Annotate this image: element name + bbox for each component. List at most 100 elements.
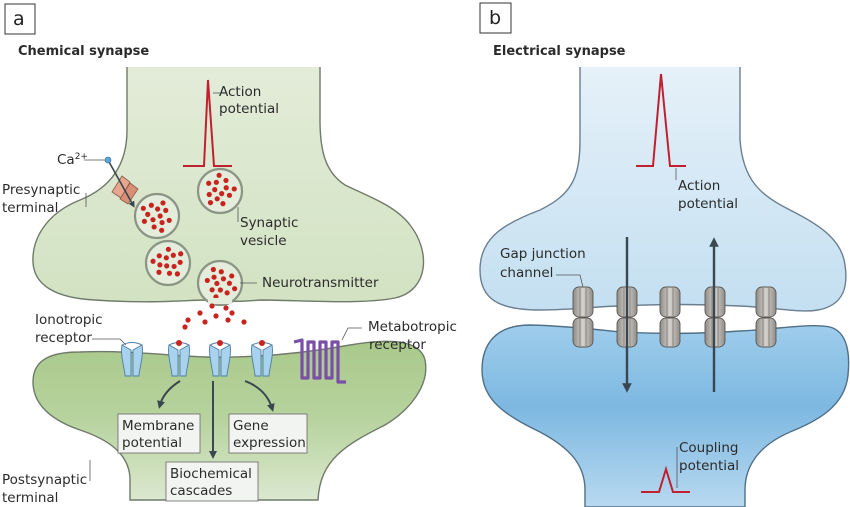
- calcium-ion: [104, 156, 112, 164]
- gap-junction-channel: [659, 286, 681, 348]
- panel-a: a Chemical synapse Action potential Ca2+…: [2, 3, 457, 506]
- neurotransmitter-molecule: [157, 262, 163, 268]
- neurotransmitter-molecule: [224, 290, 230, 296]
- neurotransmitter-molecule: [232, 286, 238, 292]
- neurotransmitter-molecule: [166, 217, 172, 223]
- neurotransmitter-molecule: [218, 269, 224, 275]
- neurotransmitter-molecule: [216, 172, 222, 178]
- label-biochemical-2: cascades: [170, 483, 232, 499]
- neurotransmitter-molecule: [211, 274, 217, 280]
- synaptic-vesicles: [133, 167, 244, 307]
- neurotransmitter-molecule: [241, 319, 247, 325]
- panel-a-box: [4, 3, 36, 35]
- neurotransmitter-molecule: [223, 185, 229, 191]
- neurotransmitter-molecule: [231, 186, 237, 192]
- label-coupling-2: potential: [679, 458, 739, 474]
- neurotransmitter-molecule: [163, 207, 169, 213]
- bound-neurotransmitter: [176, 340, 182, 346]
- neurotransmitter-molecule: [209, 287, 215, 293]
- neurotransmitter-molecule: [197, 310, 203, 316]
- neurotransmitter-molecule: [223, 177, 229, 184]
- neurotransmitter-molecule: [170, 252, 176, 258]
- neurotransmitter-molecule: [177, 259, 183, 265]
- biochemical-cascades-box: Biochemical cascades: [165, 461, 259, 502]
- ionotropic-receptor: [251, 340, 273, 377]
- neurotransmitter-molecule: [163, 255, 169, 261]
- neurotransmitter-molecule: [159, 227, 165, 233]
- label-postsynaptic-1: Postsynaptic: [2, 472, 87, 488]
- neurotransmitter-molecule: [220, 201, 226, 207]
- neurotransmitter-molecule: [212, 187, 218, 193]
- neurotransmitter-molecule: [148, 202, 154, 208]
- neurotransmitter-molecule: [213, 179, 219, 185]
- neurotransmitter-molecule: [210, 266, 216, 273]
- synaptic-vesicle: [144, 239, 192, 287]
- label-gap-junction-1: Gap junction: [500, 246, 586, 262]
- gene-expression-box: Gene expression: [228, 413, 308, 454]
- ionotropic-receptors: [121, 340, 273, 377]
- label-postsynaptic-2: terminal: [2, 490, 58, 506]
- neurotransmitter-molecule: [160, 200, 166, 206]
- neurotransmitter-molecule: [141, 218, 148, 224]
- panel-b-letter: b: [489, 7, 501, 29]
- neurotransmitter-molecule: [164, 263, 170, 269]
- neurotransmitter-molecule: [217, 287, 223, 293]
- neurotransmitter-molecule: [229, 273, 235, 279]
- neurotransmitter-molecule: [140, 205, 146, 211]
- neurotransmitter-molecule: [151, 224, 157, 230]
- label-ionotropic-2: receptor: [35, 330, 92, 346]
- synaptic-vesicle: [196, 167, 244, 215]
- label-biochemical-1: Biochemical: [170, 466, 252, 482]
- membrane-potential-box: Membrane potential: [117, 413, 201, 454]
- arrow-to-membrane-potential: [157, 380, 181, 409]
- neurotransmitter-molecule: [178, 251, 184, 257]
- neurotransmitter-molecule: [202, 319, 208, 325]
- bound-neurotransmitter: [259, 340, 265, 346]
- neurotransmitter-molecule: [185, 317, 191, 323]
- bound-neurotransmitter: [217, 340, 223, 346]
- panel-a-title: Chemical synapse: [18, 44, 149, 59]
- label-metabotropic-1: Metabotropic: [368, 319, 457, 335]
- coupling-potential-spike: [641, 465, 690, 493]
- label-action-potential-b-2: potential: [678, 196, 738, 212]
- neurotransmitter-molecule: [165, 246, 171, 252]
- neurotransmitter-molecule: [182, 324, 188, 330]
- neurotransmitter-molecule: [157, 213, 163, 219]
- label-gap-junction-2: channel: [500, 265, 553, 281]
- label-ionotropic-1: Ionotropic: [35, 312, 103, 328]
- neurotransmitter-molecule: [226, 280, 233, 286]
- neurotransmitter-molecule: [229, 310, 235, 316]
- label-metabotropic-2: receptor: [369, 337, 426, 353]
- neurotransmitter-molecule: [223, 305, 229, 311]
- label-membrane-potential-2: potential: [122, 435, 182, 451]
- panel-b-title: Electrical synapse: [493, 44, 626, 59]
- neurotransmitter-molecule: [156, 269, 162, 275]
- calcium-channel: [104, 156, 139, 208]
- neurotransmitter-molecule: [150, 217, 156, 223]
- label-membrane-potential-1: Membrane: [122, 418, 194, 434]
- gap-junction-channels: [572, 286, 777, 348]
- neurotransmitter-molecule: [206, 191, 212, 198]
- neurotransmitter-molecule: [225, 317, 231, 323]
- neurotransmitter-molecule: [174, 271, 181, 277]
- arrow-to-gene-expression: [244, 380, 275, 412]
- gap-junction-channel: [755, 286, 777, 348]
- neurotransmitter-molecule: [214, 280, 220, 287]
- neurotransmitter-molecule: [204, 277, 210, 284]
- neurotransmitter-molecule: [171, 263, 177, 270]
- neurotransmitter-molecule: [209, 303, 215, 309]
- ionotropic-receptor: [209, 340, 231, 377]
- neurotransmitter-molecule: [150, 258, 156, 264]
- neurotransmitter-molecule: [159, 219, 165, 226]
- released-neurotransmitter: [182, 303, 247, 330]
- neurotransmitter-molecule: [156, 253, 162, 259]
- ionotropic-receptor: [168, 340, 190, 377]
- postsynaptic-cell-b: [481, 324, 850, 507]
- neurotransmitter-molecule: [213, 313, 219, 319]
- label-neurotransmitter: Neurotransmitter: [262, 275, 379, 291]
- panel-b-box: [479, 2, 512, 34]
- label-action-potential-a-2: potential: [219, 101, 279, 117]
- action-potential-spike: [183, 79, 232, 167]
- neurotransmitter-molecule: [220, 276, 227, 282]
